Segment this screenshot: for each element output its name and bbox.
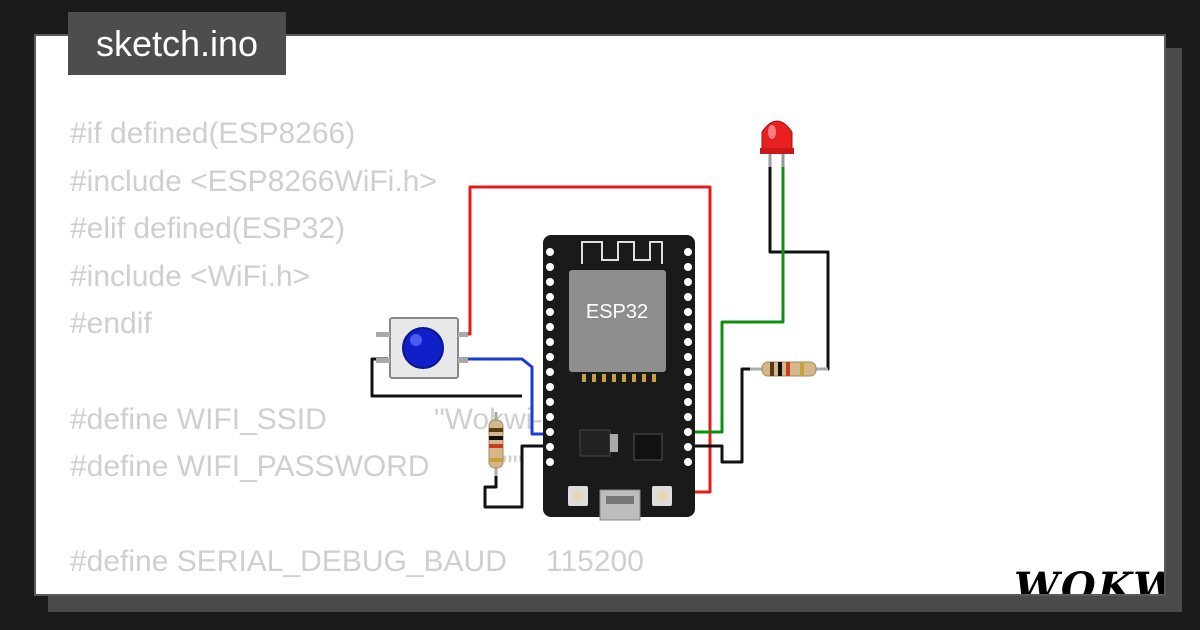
wire-black-resistor: [690, 367, 762, 464]
code-line: #if defined(ESP8266): [70, 117, 356, 150]
code-line: #endif: [70, 307, 152, 341]
code-line: #include <ESP8266WiFi.h>: [70, 164, 437, 198]
esp32-module: [569, 270, 666, 372]
wokwi-logo: WOKWi: [1014, 564, 1164, 596]
resistor-vertical[interactable]: [488, 412, 504, 476]
code-line: #include <WiFi.h>: [70, 259, 311, 293]
wire-black-gnd: [483, 444, 550, 509]
circuit-diagram[interactable]: ESP32: [36, 36, 1166, 596]
push-button[interactable]: [376, 317, 468, 379]
code-line: #define WIFI_PASSWORD"": [70, 450, 524, 484]
red-led[interactable]: [760, 120, 794, 167]
esp32-board[interactable]: ESP32: [543, 235, 695, 521]
code-line: #elif defined(ESP32): [70, 212, 346, 246]
wire-blue: [457, 357, 550, 436]
filename-tab[interactable]: sketch.ino: [68, 12, 286, 75]
esp32-label: ESP32: [586, 301, 648, 323]
project-preview-card[interactable]: #if defined(ESP8266) #include <ESP8266WiF…: [34, 34, 1166, 596]
resistor-horizontal[interactable]: [750, 361, 828, 377]
wire-black-led: [768, 162, 830, 371]
wire-green-led: [690, 162, 785, 434]
